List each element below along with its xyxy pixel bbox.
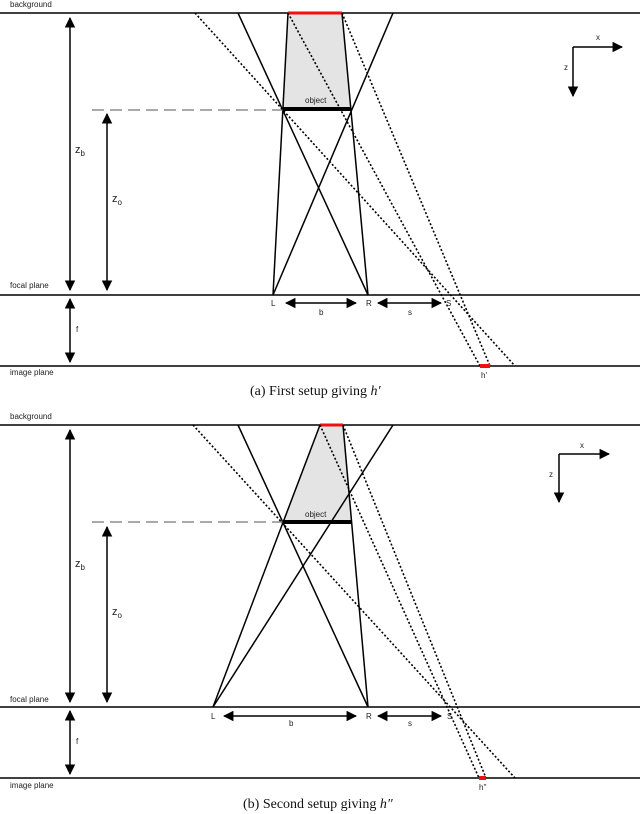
object-label: object xyxy=(305,96,327,105)
b-label: b xyxy=(289,719,294,728)
axis-z-label: z xyxy=(564,63,568,72)
axis-z-label: z xyxy=(549,470,553,479)
z-b-label: zb xyxy=(75,558,86,572)
ray-line xyxy=(342,424,369,708)
z-o-label: zo xyxy=(112,606,123,620)
s-label: s xyxy=(408,719,412,728)
panel-b: background focal plane image plane objec… xyxy=(0,412,640,812)
ray-line xyxy=(341,12,369,296)
image-plane-label: image plane xyxy=(10,368,54,377)
shaded-region xyxy=(283,13,351,109)
ray-lines xyxy=(212,424,394,708)
shadow-ray xyxy=(194,12,516,367)
background-label: background xyxy=(10,0,52,9)
R-label: R xyxy=(366,712,372,721)
b-label: b xyxy=(319,308,324,317)
f-label: f xyxy=(76,737,79,746)
focal-plane-label: focal plane xyxy=(10,695,49,704)
L-label: L xyxy=(271,299,276,308)
ray-line xyxy=(212,424,321,708)
image-plane-label: image plane xyxy=(10,781,54,790)
f-label: f xyxy=(76,325,79,334)
shadow-rays xyxy=(194,12,516,367)
shadow-ray xyxy=(319,424,480,779)
axis-x-label: x xyxy=(580,441,584,450)
panel-a: background focal plane image plane objec… xyxy=(0,0,640,399)
ray-line xyxy=(272,12,394,296)
h-double-prime-label: h'' xyxy=(479,783,487,792)
shadow-ray xyxy=(342,424,487,779)
caption-a: (a) First setup giving h′ xyxy=(250,384,382,399)
background-label: background xyxy=(10,412,52,421)
shadow-ray xyxy=(287,12,481,367)
S-label: S xyxy=(446,299,451,308)
shadow-ray xyxy=(341,12,491,367)
z-b-label: zb xyxy=(75,144,86,158)
shaded-region xyxy=(283,425,351,522)
shadow-rays xyxy=(192,424,516,779)
axis-x-label: x xyxy=(596,33,600,42)
z-o-label: zo xyxy=(112,193,123,207)
caption-b: (b) Second setup giving h″ xyxy=(243,797,393,812)
L-label: L xyxy=(211,712,216,721)
shadow-ray xyxy=(192,424,516,779)
ray-line xyxy=(237,12,369,296)
s-label: s xyxy=(408,308,412,317)
ray-line xyxy=(237,424,369,708)
h-prime-label: h' xyxy=(481,371,487,380)
R-label: R xyxy=(366,299,372,308)
ray-line xyxy=(272,12,289,296)
focal-plane-label: focal plane xyxy=(10,281,49,290)
object-label: object xyxy=(305,510,327,519)
S-label: S xyxy=(447,712,452,721)
ray-lines xyxy=(237,12,394,296)
